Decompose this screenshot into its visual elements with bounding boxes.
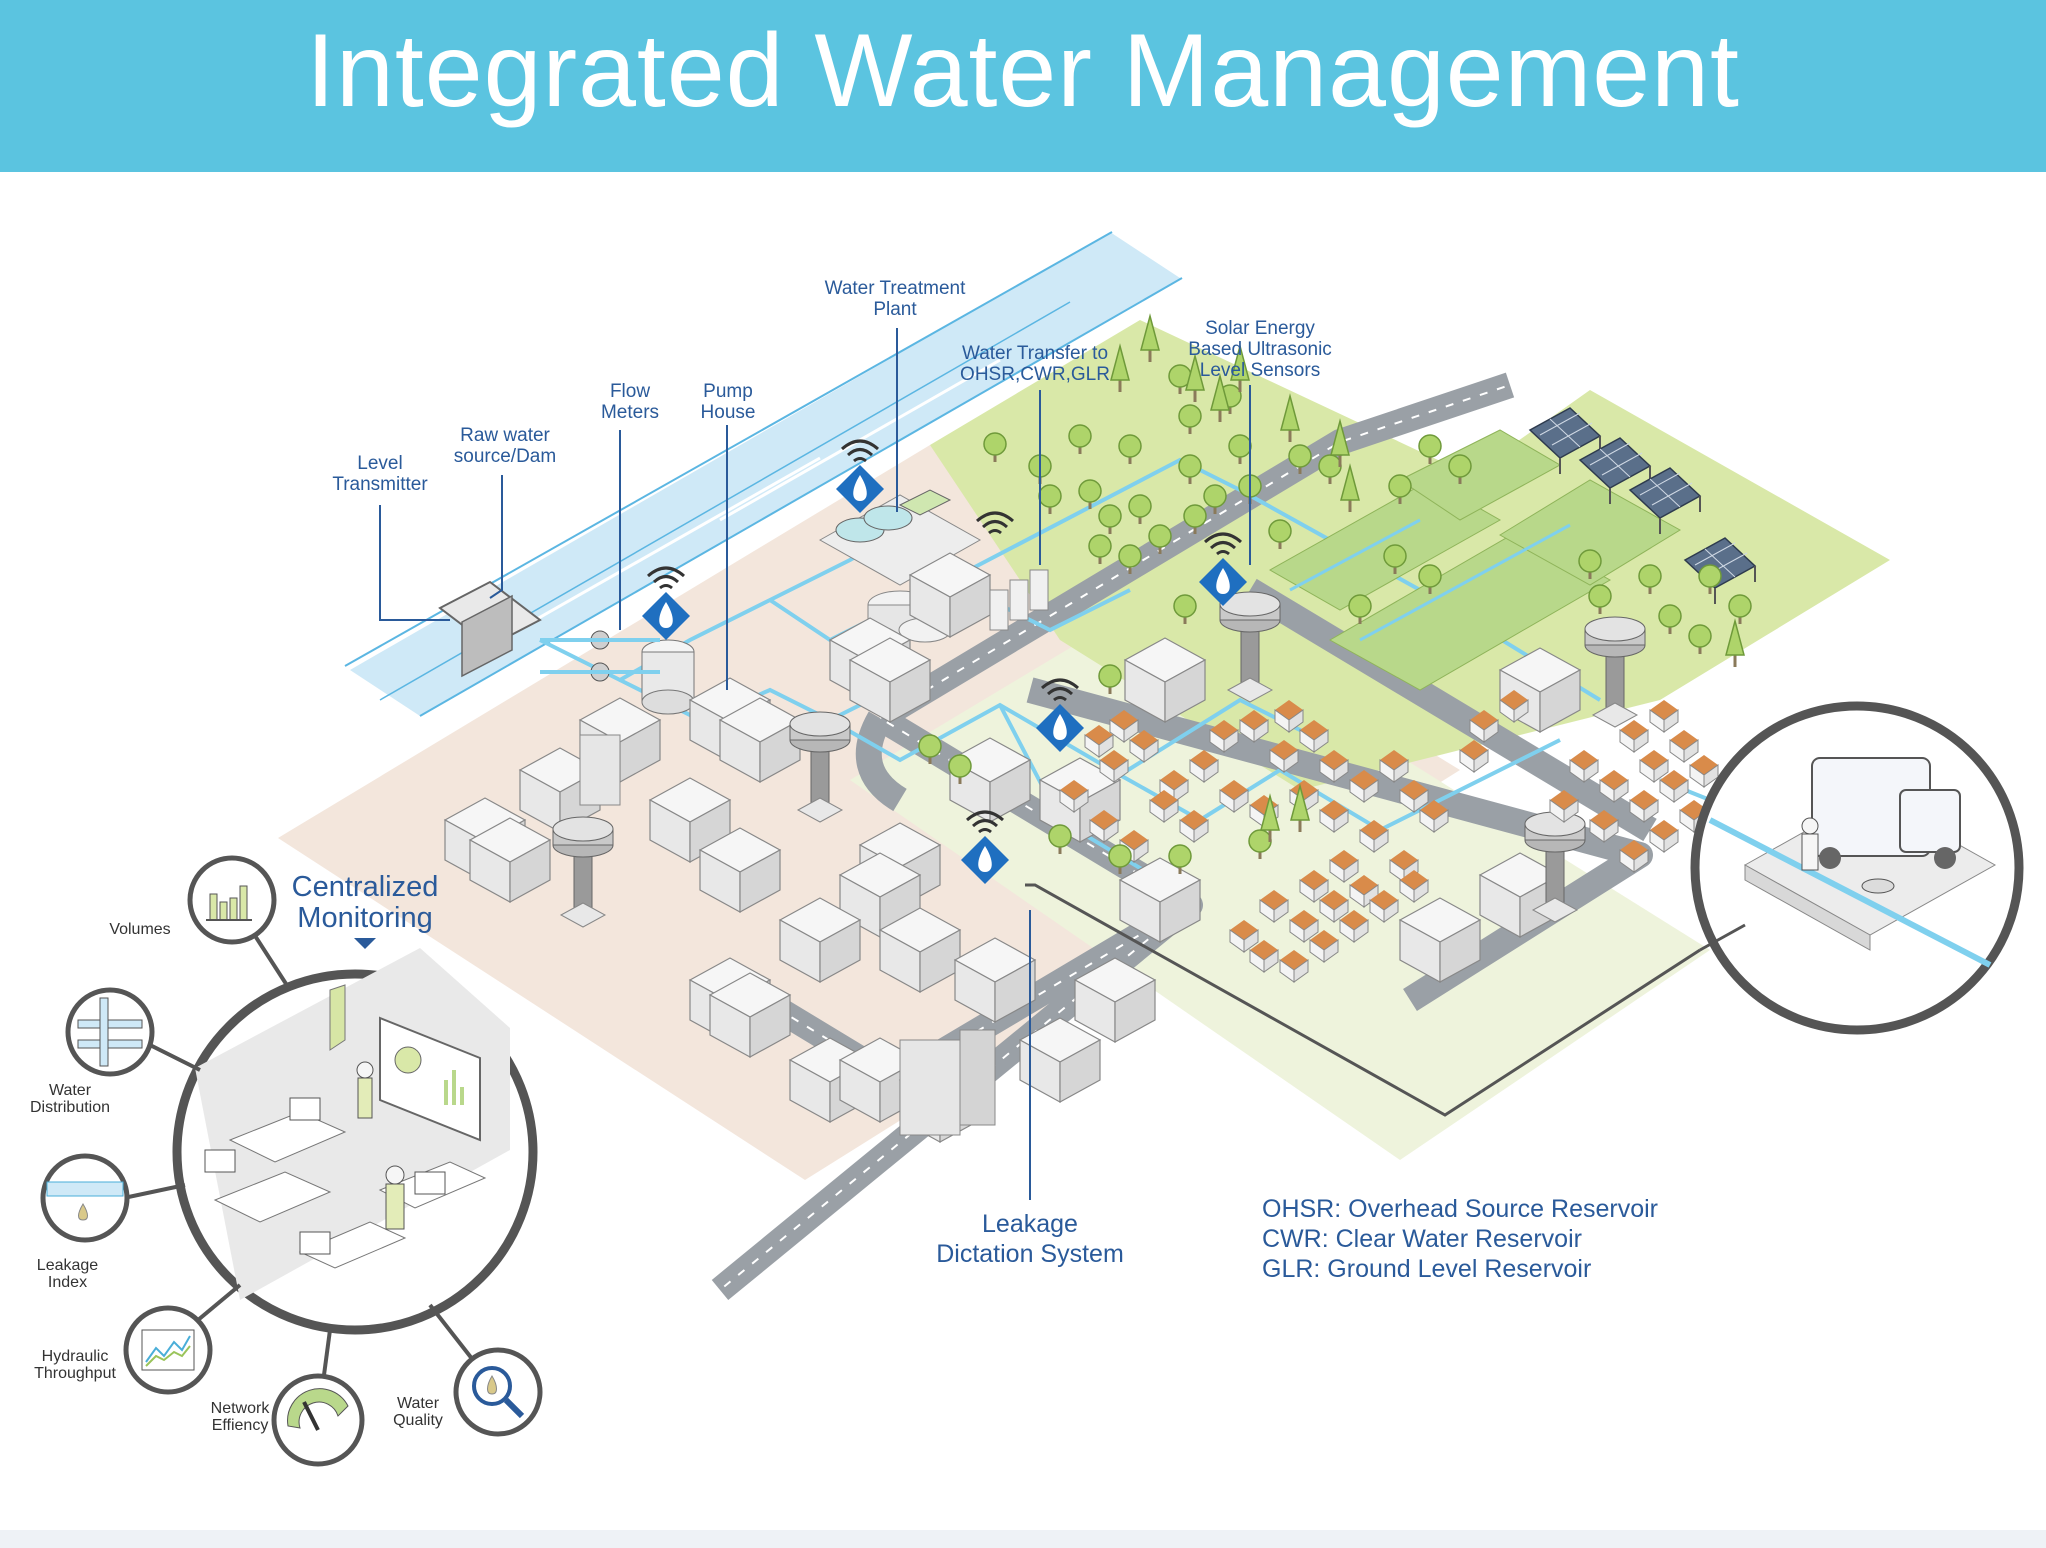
- gauge-icon: [287, 1388, 349, 1431]
- flow-meters: [540, 630, 660, 682]
- label-flow-meters: Flow Meters: [600, 381, 660, 423]
- legend-glr: GLR: Ground Level Reservoir: [1262, 1255, 1592, 1283]
- metric-label-water-distribution: Water Distribution: [29, 1082, 111, 1116]
- label-leakage-system: Leakage Dictation System: [936, 1210, 1124, 1268]
- label-water-treatment-plant: Water Treatment Plant: [824, 278, 966, 320]
- pipe-grid-icon: [77, 997, 143, 1067]
- label-water-transfer: Water Transfer to OHSR,CWR,GLR: [960, 343, 1110, 385]
- metric-label-network-effiency: Network Effiency: [210, 1400, 270, 1434]
- pointer-triangle-icon: [354, 938, 376, 949]
- label-solar-sensors: Solar Energy Based Ultrasonic Level Sens…: [1188, 318, 1332, 381]
- dam: [438, 580, 542, 678]
- centralized-monitoring-title: Centralized Monitoring: [265, 872, 465, 949]
- leak-drop-icon: [46, 1181, 124, 1221]
- abbreviation-legend: OHSR: Overhead Source Reservoir CWR: Cle…: [1262, 1194, 1682, 1284]
- label-raw-water-source: Raw water source/Dam: [453, 425, 557, 467]
- label-pump-house: Pump House: [700, 381, 756, 423]
- maintenance-zoom: [1690, 701, 2024, 1035]
- legend-ohsr: OHSR: Overhead Source Reservoir: [1262, 1195, 1658, 1223]
- monitoring-room: [172, 948, 538, 1335]
- metric-label-water-quality: Water Quality: [393, 1395, 443, 1429]
- bar-chart-icon: [206, 885, 252, 921]
- bottom-strip: [0, 1530, 2046, 1548]
- leader-lines: [379, 328, 1251, 1200]
- water-treatment-plant: [818, 489, 1049, 643]
- magnifier-drop-icon: [472, 1366, 525, 1419]
- pump-house: [641, 639, 801, 783]
- farm-fields: [1268, 429, 1681, 691]
- line-chart-icon: [141, 1329, 195, 1371]
- urban-buildings: [444, 617, 1581, 1143]
- metric-circles: [40, 855, 543, 1467]
- river: [350, 232, 1180, 716]
- page-title: Integrated Water Management: [306, 13, 1740, 129]
- legend-cwr: CWR: Clear Water Reservoir: [1262, 1225, 1582, 1253]
- zoom-connector: [1699, 923, 1746, 952]
- metric-label-hydraulic-throughput: Hydraulic Throughput: [34, 1348, 116, 1382]
- metric-label-volumes: Volumes: [109, 921, 171, 938]
- label-level-transmitter: Level Transmitter: [332, 453, 428, 495]
- title-banner: [0, 0, 2046, 172]
- metric-label-leakage-index: Leakage Index: [36, 1257, 99, 1291]
- leak-zone-outline: [1025, 883, 1701, 1117]
